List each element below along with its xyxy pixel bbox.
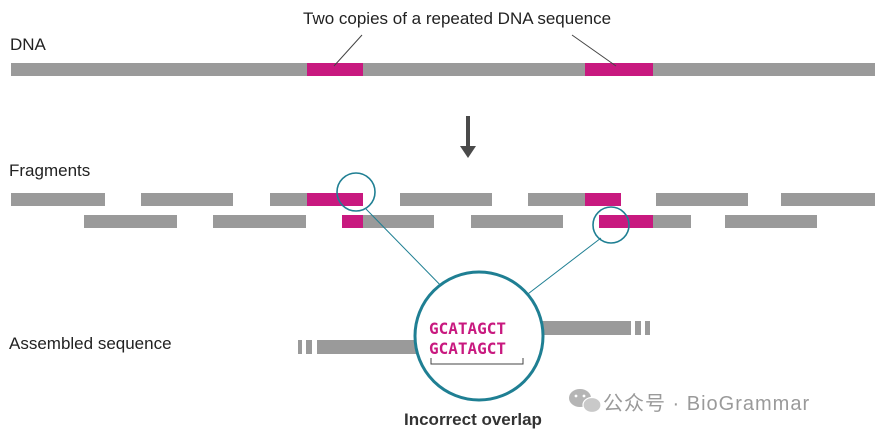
fragment-repeat	[342, 215, 363, 228]
assembled-read-upper	[531, 321, 631, 335]
zoom-line-right	[519, 237, 602, 301]
fragment	[84, 215, 177, 228]
fragment	[471, 215, 563, 228]
repeat-callout-leaders	[333, 34, 617, 67]
fragments-row-1	[11, 193, 875, 206]
fragment	[141, 193, 233, 206]
sequence-lower: GCATAGCT	[429, 339, 506, 358]
fragment	[400, 193, 492, 206]
highlight-circle-1	[336, 172, 376, 212]
repeat-callout-label: Two copies of a repeated DNA sequence	[303, 9, 612, 28]
fragment-repeat	[585, 193, 621, 206]
fragment	[213, 215, 306, 228]
watermark-text: 公众号 · BioGrammar	[603, 393, 811, 415]
fragment	[653, 215, 691, 228]
fragments-label: Fragments	[9, 161, 91, 180]
zoom-line-left	[365, 208, 451, 296]
down-arrow-icon	[460, 116, 476, 158]
fragment	[725, 215, 817, 228]
fragment-repeat	[307, 193, 363, 206]
fragment	[11, 193, 105, 206]
zoom-circle	[413, 270, 545, 402]
overlap-bracket	[430, 358, 524, 365]
assembled-tick	[635, 321, 641, 335]
fragment	[528, 193, 585, 206]
zoom-lines	[365, 208, 602, 301]
incorrect-overlap-label: Incorrect overlap	[404, 410, 542, 429]
fragment-repeat	[599, 215, 653, 228]
callout-leader-1	[333, 34, 363, 67]
sequence-upper: GCATAGCT	[429, 319, 506, 338]
wechat-icon	[569, 389, 602, 414]
fragment	[781, 193, 875, 206]
callout-leader-2	[571, 34, 617, 67]
dna-strand	[11, 63, 875, 76]
repeat-copy-1	[307, 63, 363, 76]
fragments-row-2	[84, 215, 817, 228]
assembled-read-lower	[317, 340, 417, 354]
fragment	[656, 193, 748, 206]
fragment	[270, 193, 308, 206]
assembled-tick	[645, 321, 650, 335]
dna-label: DNA	[10, 35, 46, 54]
dna-bar	[11, 63, 875, 76]
highlight-circle-2	[592, 206, 630, 244]
assembled-sequence-label: Assembled sequence	[9, 334, 172, 353]
repeat-copy-2	[585, 63, 653, 76]
assembled-sequence	[298, 321, 650, 354]
assembled-tick	[306, 340, 312, 354]
assembled-tick	[298, 340, 302, 354]
